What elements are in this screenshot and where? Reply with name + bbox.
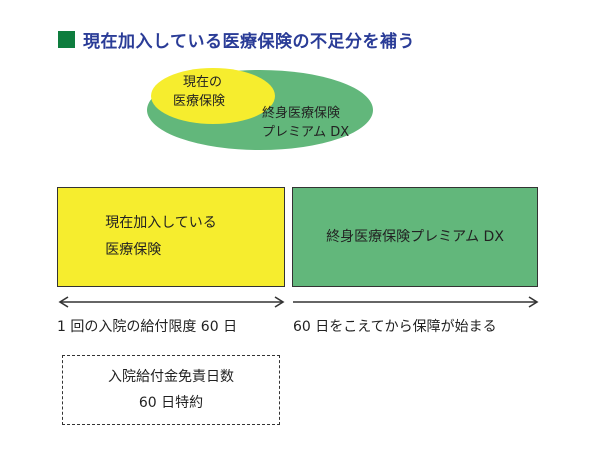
current-insurance-line1: 現在加入している xyxy=(105,215,217,231)
venn-inner-label-line1: 現在の xyxy=(183,75,223,90)
venn-outer-label-line1: 終身医療保険 xyxy=(262,106,341,121)
right-timeline-label: 60 日をこえてから保障が始まる xyxy=(293,319,497,335)
premium-insurance-text: 終身医療保険プレミアム DX xyxy=(326,228,504,245)
venn-inner-label-line2: 医療保険 xyxy=(173,94,226,109)
timeline-arrows xyxy=(58,296,539,308)
rider-note-box: 入院給付金免責日数 60 日特約 xyxy=(62,355,280,425)
bullet-square-icon xyxy=(58,31,75,48)
rider-note-line1: 入院給付金免責日数 xyxy=(108,369,234,385)
venn-shapes xyxy=(147,68,373,150)
premium-insurance-box: 終身医療保険プレミアム DX xyxy=(292,187,538,287)
current-insurance-box: 現在加入している 医療保険 xyxy=(57,187,285,287)
venn-outer-label: 終身医療保険 プレミアム DX xyxy=(262,104,349,142)
venn-inner-ellipse xyxy=(151,68,275,124)
venn-outer-label-line2: プレミアム DX xyxy=(262,125,350,140)
left-double-arrow xyxy=(58,296,285,308)
heading-title: 現在加入している医療保険の不足分を補う xyxy=(83,32,415,52)
rider-note-line2: 60 日特約 xyxy=(138,395,204,411)
right-arrow xyxy=(293,296,539,308)
left-timeline-label: 1 回の入院の給付限度 60 日 xyxy=(57,319,238,335)
current-insurance-line2: 医療保険 xyxy=(105,242,162,258)
section-heading: 現在加入している医療保険の不足分を補う xyxy=(58,27,415,52)
venn-inner-label: 現在の 医療保険 xyxy=(173,73,225,111)
current-insurance-text: 現在加入している 医療保険 xyxy=(105,210,217,264)
